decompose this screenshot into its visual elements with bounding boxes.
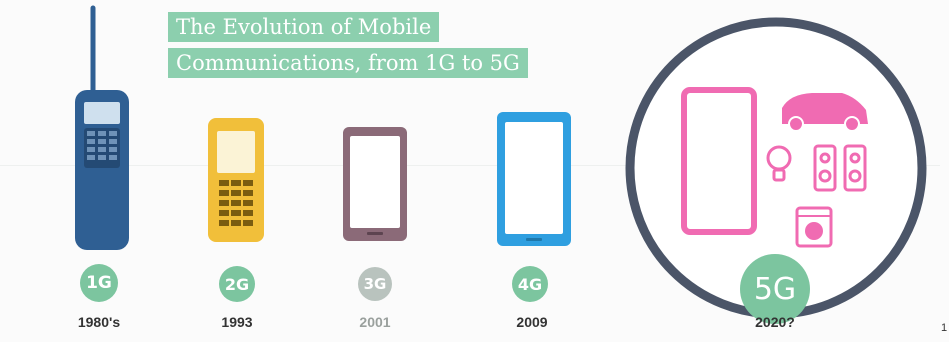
badge-2g-label: 2G [224,274,250,294]
badge-1g-label: 1G [86,273,112,293]
year-4g: 2009 [516,314,548,330]
car-icon [782,93,868,124]
badge-1g: 1G [80,264,118,302]
badge-4g: 4G [512,266,548,302]
light-bulb-icon [766,145,792,182]
year-3g: 2001 [359,314,391,330]
badge-5g-label: 5G [753,271,797,307]
page-number: 1 [941,322,948,334]
year-2g: 1993 [221,314,253,330]
speaker-icon [813,144,867,192]
badge-5g: 5G [740,254,810,324]
title-line-2: Communications, from 1G to 5G [168,48,528,78]
badge-4g-label: 4G [517,274,543,294]
badge-3g-label: 3G [363,275,387,293]
title-line-1: The Evolution of Mobile [168,12,440,42]
timeline-line [0,165,940,166]
washing-machine-icon [795,206,833,248]
year-5g: 2020? [755,314,795,330]
diagram-title: The Evolution of Mobile Communications, … [168,12,528,82]
year-1g: 1980's [77,314,121,330]
tablet-icon [681,87,757,235]
badge-3g: 3G [358,267,392,301]
badge-2g: 2G [219,266,255,302]
